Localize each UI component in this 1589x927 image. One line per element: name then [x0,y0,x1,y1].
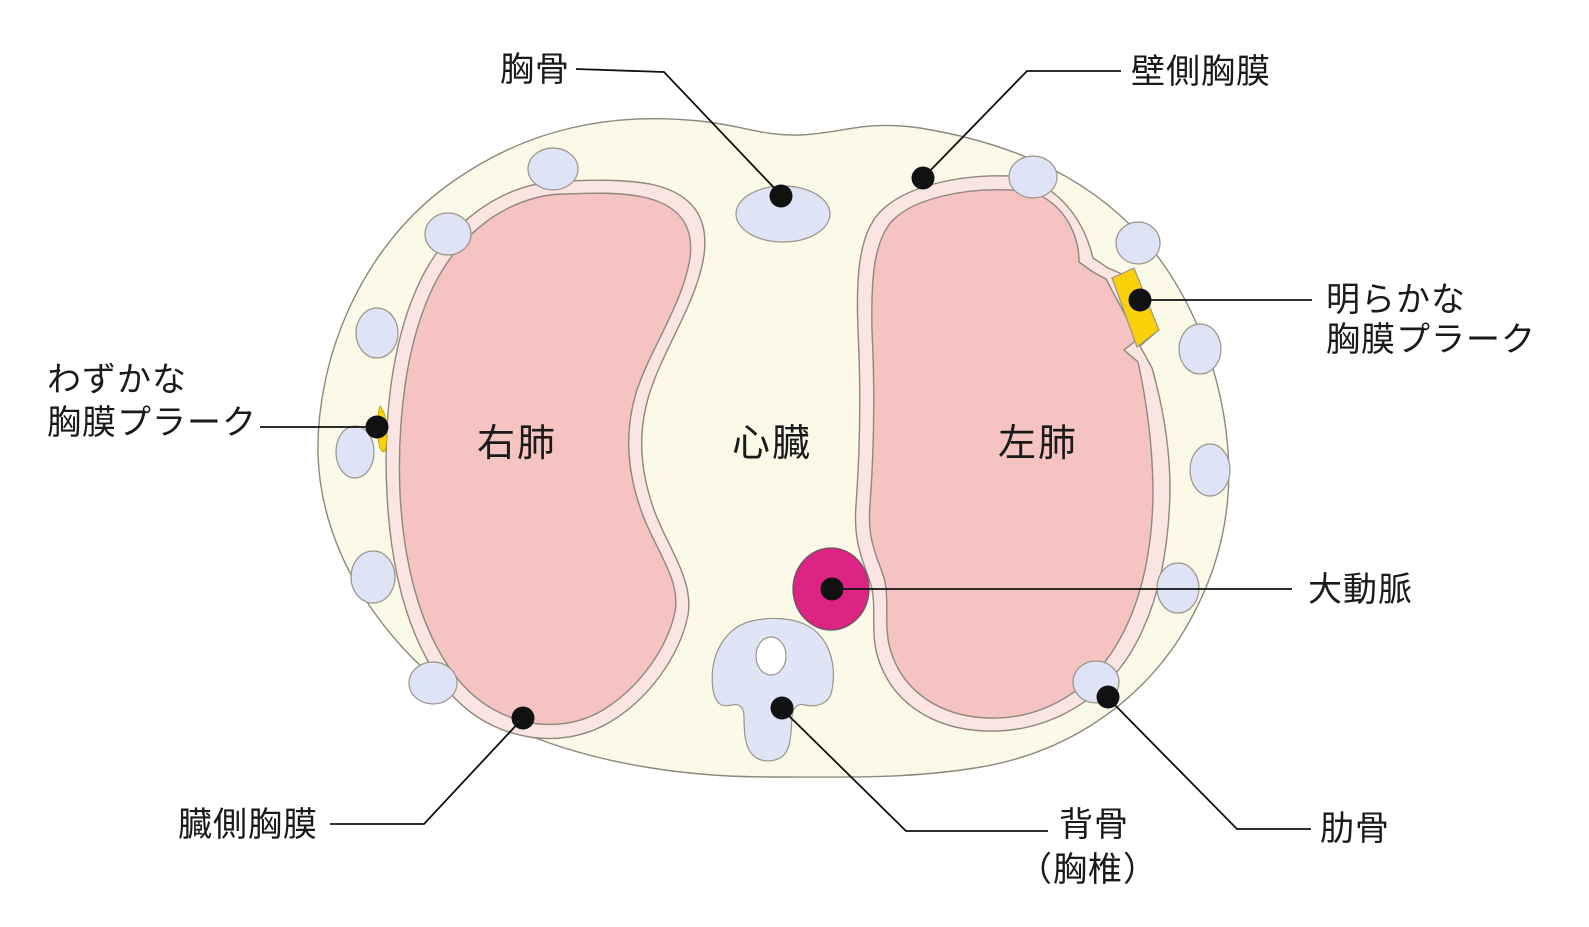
sternum-dot [769,184,793,208]
spinal-canal [755,636,787,676]
slight-plaque-label-line2: 胸膜プラーク [47,404,257,442]
rib-ellipse [1156,562,1200,614]
ribs-group [335,147,1231,705]
spine-label-line1: 背骨 [1059,806,1129,844]
sternum-label: 胸骨 [500,51,570,89]
rib-ellipse [1189,443,1231,497]
parietal-pleura-dot [911,166,935,190]
visceral-pleura-dot [511,706,535,730]
spine-dot [770,696,794,720]
slight-plaque-dot [365,415,389,439]
right-lung-label: 右肺 [477,423,557,465]
visceral-pleura-label: 臓側胸膜 [178,806,318,844]
rib-ellipse [408,661,458,705]
rib-dot [1096,685,1120,709]
aorta-dot [820,577,844,601]
parietal-pleura-leader-line [922,70,1121,179]
right-lung-shape [398,192,692,726]
rib-ellipse [335,425,375,479]
rib-ellipse [355,307,399,359]
visceral-pleura-leader-line [330,718,523,825]
marker-dots [365,166,1152,730]
rib-ellipse [527,147,579,191]
rib-label: 肋骨 [1320,810,1390,848]
rib-ellipse [424,212,472,256]
sternum-leader-line [575,68,780,194]
obvious-plaque-label-line2: 胸膜プラーク [1326,321,1536,359]
parietal-pleura-label: 壁側胸膜 [1131,53,1271,91]
obvious-plaque-label-line1: 明らかな [1326,281,1466,319]
obvious-plaque-dot [1128,288,1152,312]
rib-ellipse [1115,221,1161,265]
slight-plaque-label-line1: わずかな [47,361,187,399]
vertebra-shape [711,617,834,762]
spine-leader-line [781,708,1048,832]
spine-label-line2: （胸椎） [1018,851,1158,889]
left-lung-label: 左肺 [998,423,1078,465]
heart-label: 心臓 [732,423,812,465]
rib-ellipse [1178,323,1222,375]
rib-leader-line [1107,697,1311,830]
aorta-label: 大動脈 [1308,571,1413,609]
leader-lines [260,68,1312,832]
rib-ellipse [350,550,396,604]
rib-ellipse [1008,155,1058,199]
